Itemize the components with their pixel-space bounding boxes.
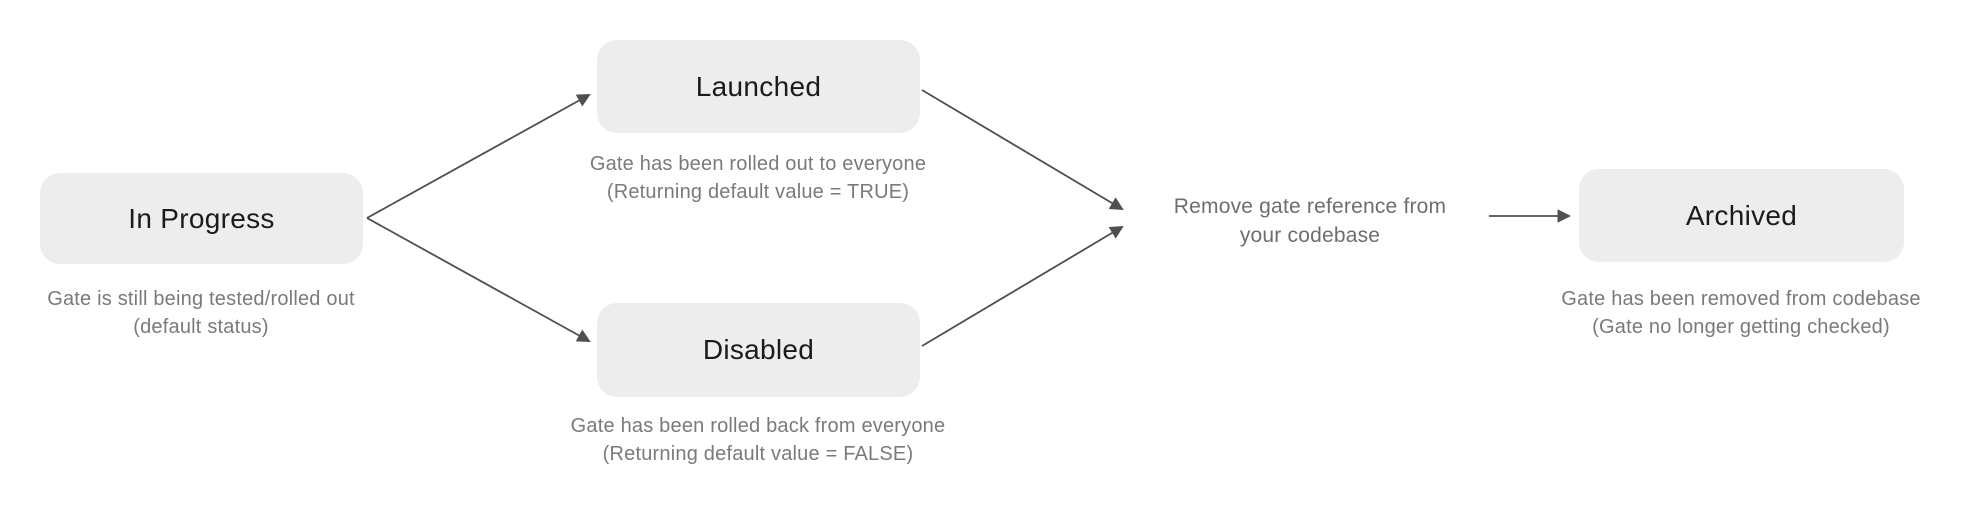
caption-archived-line2: (Gate no longer getting checked) [1592, 316, 1890, 338]
annotation-remove-gate-reference: Remove gate reference from your codebase [1145, 192, 1475, 250]
caption-launched-line2: (Returning default value = TRUE) [606, 181, 910, 203]
caption-disabled-line1: Gate has been rolled back from everyone [570, 415, 946, 437]
node-in-progress: In Progress [40, 173, 363, 264]
caption-disabled: Gate has been rolled back from everyone … [557, 412, 959, 468]
caption-launched: Gate has been rolled out to everyone (Re… [557, 150, 959, 206]
annotation-remove-line2: your codebase [1239, 224, 1381, 247]
edge-inprogress-to-launched [366, 94, 591, 219]
node-disabled: Disabled [597, 303, 920, 397]
caption-in-progress: Gate is still being tested/rolled out (d… [0, 285, 402, 341]
node-in-progress-label: In Progress [128, 202, 275, 234]
node-disabled-label: Disabled [702, 334, 815, 365]
node-launched: Launched [597, 40, 920, 133]
node-archived-label: Archived [1685, 199, 1798, 231]
caption-archived: Gate has been removed from codebase (Gat… [1540, 285, 1942, 341]
caption-disabled-line2: (Returning default value = FALSE) [602, 443, 914, 465]
caption-archived-line1: Gate has been removed from codebase [1561, 288, 1921, 310]
caption-in-progress-line1: Gate is still being tested/rolled out [47, 288, 355, 310]
node-archived: Archived [1579, 169, 1904, 262]
caption-in-progress-line2: (default status) [133, 316, 269, 338]
annotation-remove-line1: Remove gate reference from [1173, 195, 1447, 218]
edge-disabled-to-remove [921, 225, 1124, 347]
node-launched-label: Launched [695, 70, 822, 102]
caption-launched-line1: Gate has been rolled out to everyone [589, 153, 927, 175]
